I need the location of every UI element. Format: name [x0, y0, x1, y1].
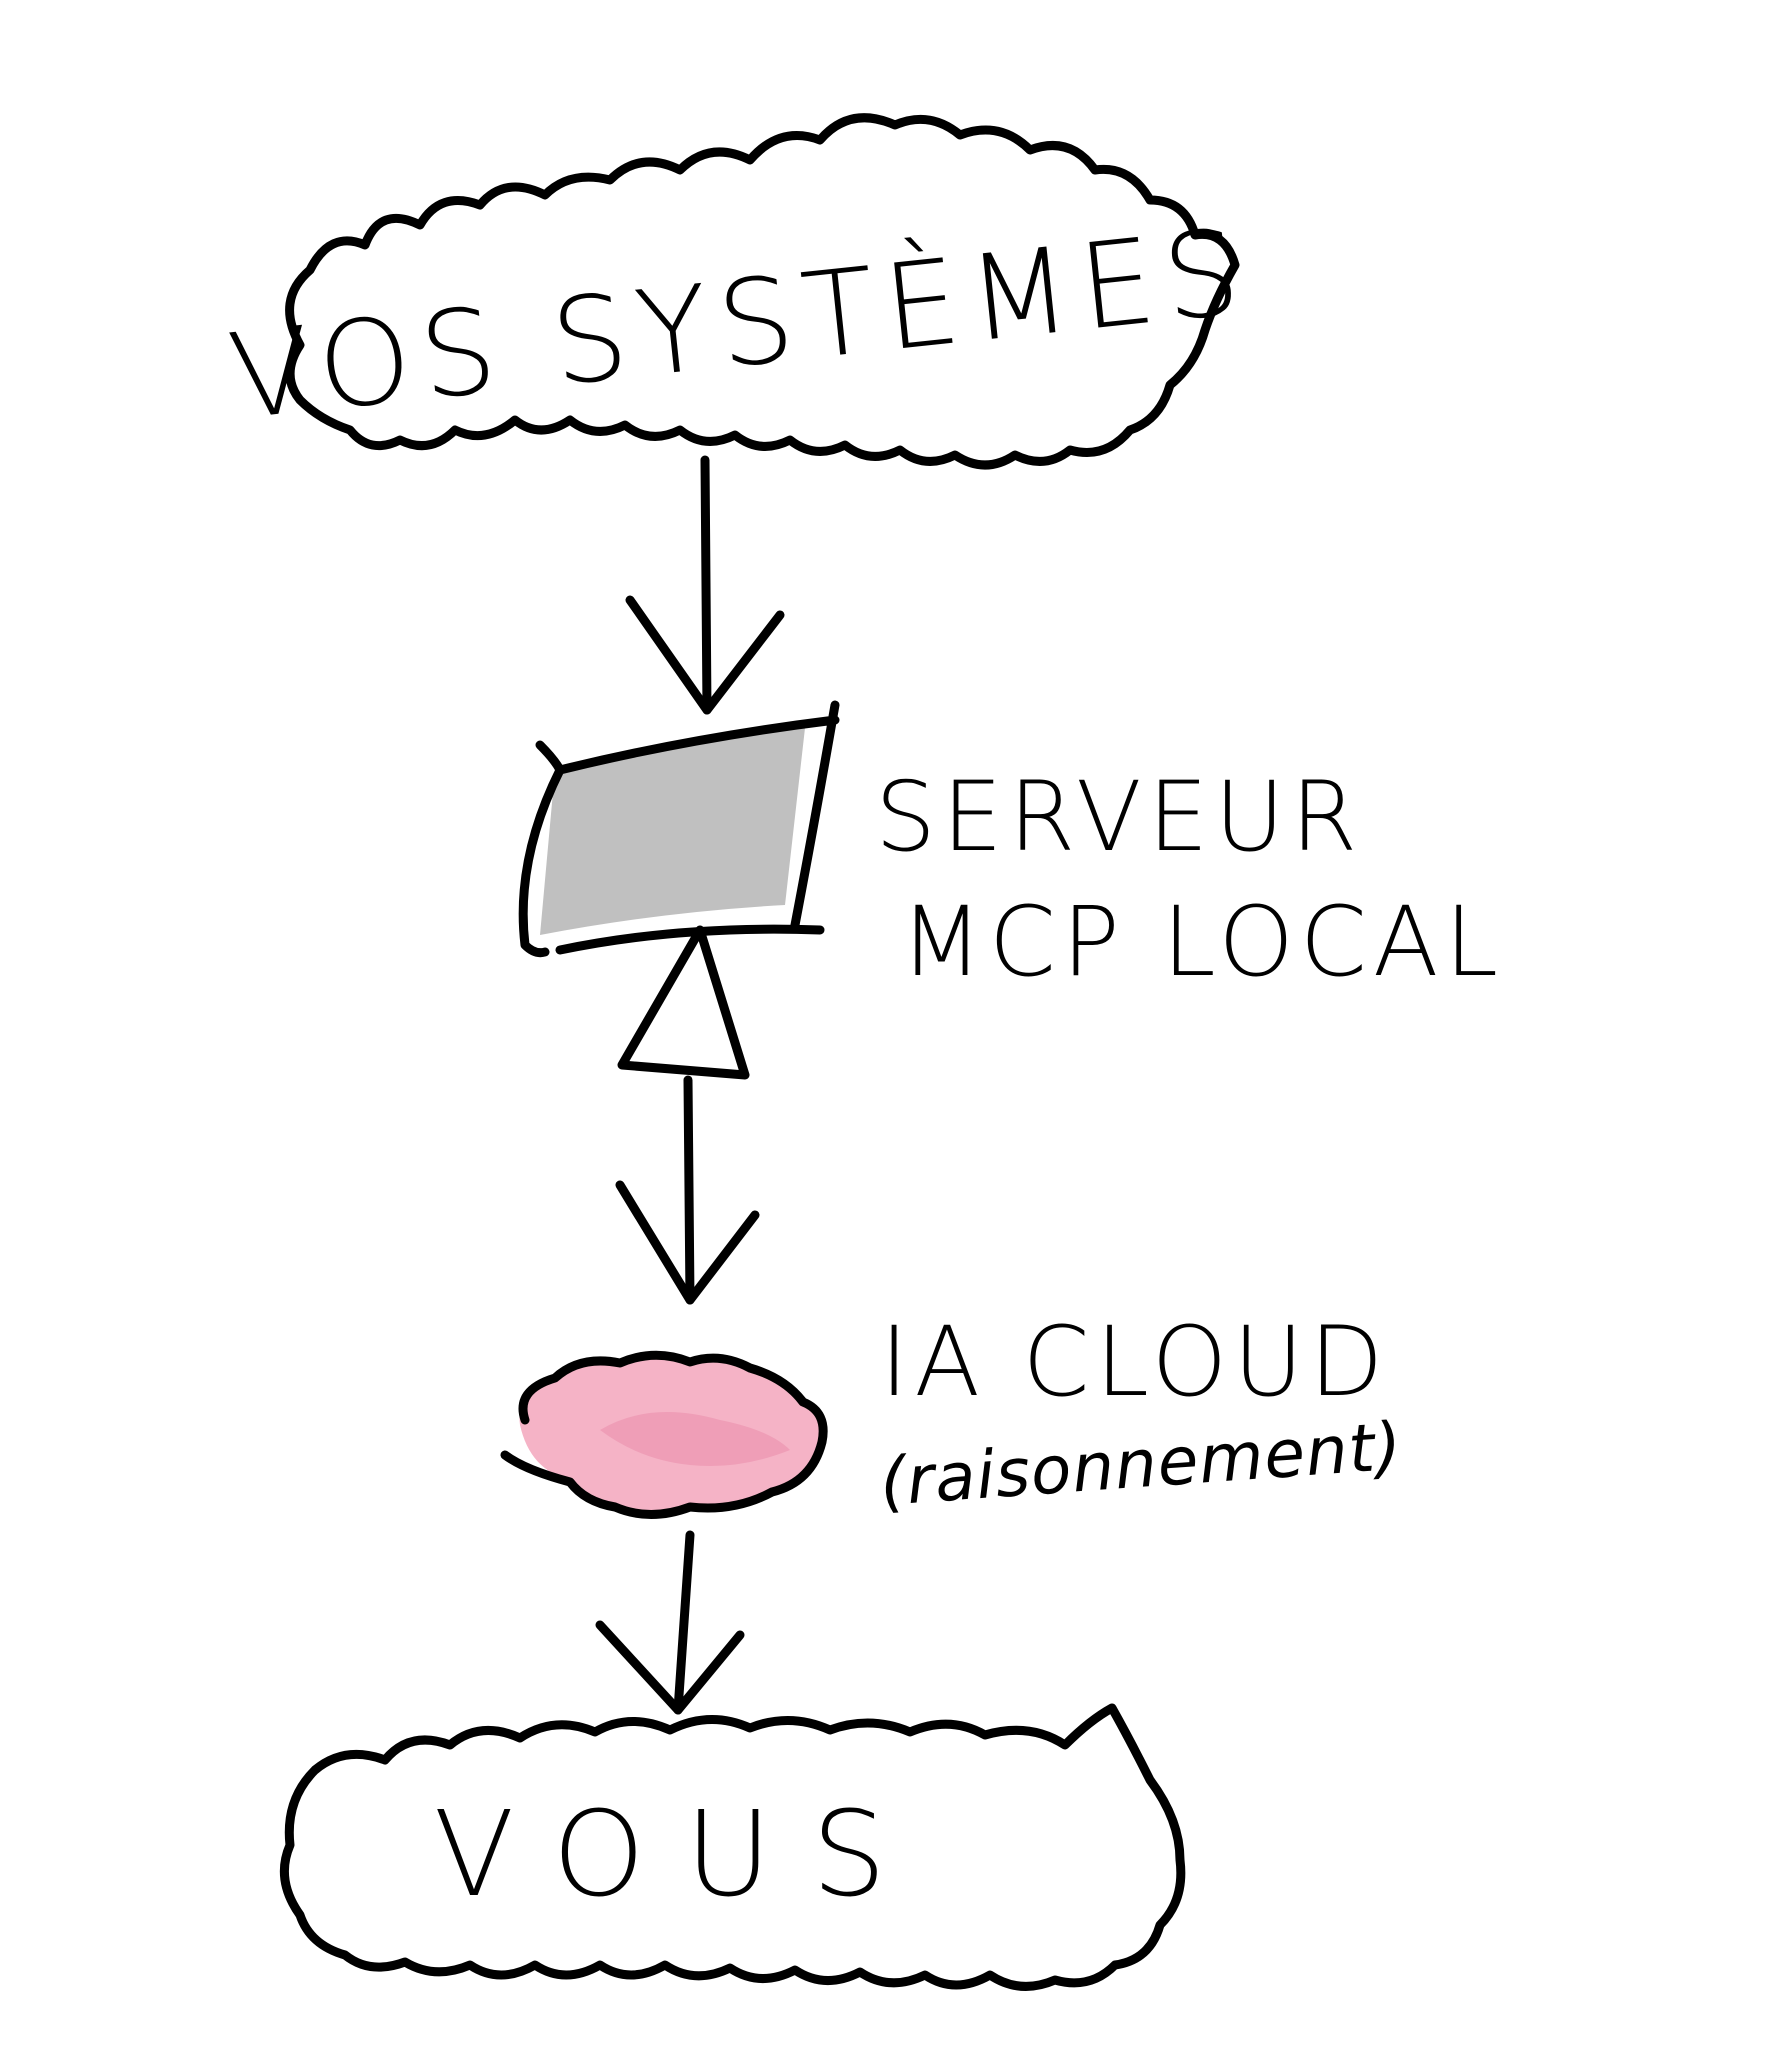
server-node: SERVEUR MCP LOCAL: [518, 700, 1504, 998]
arrow-down-head: [615, 1180, 760, 1305]
server-label-line1: SERVEUR: [875, 761, 1363, 873]
arrow-down-head: [625, 595, 785, 715]
user-label: VOUS: [434, 1785, 927, 1923]
arrow-shaft: [673, 1530, 695, 1715]
server-box-fill: [540, 728, 805, 935]
systems-label: VOS SYSTÈMES: [223, 202, 1256, 446]
ai-label-line1: IA CLOUD: [880, 1306, 1389, 1418]
ai-blob-outline: [500, 1350, 828, 1519]
arrow-up-head: [617, 925, 750, 1080]
systems-cloud-shape: [285, 113, 1240, 470]
ai-node: IA CLOUD (raisonnement): [500, 1306, 1405, 1521]
ai-label-line2: (raisonnement): [877, 1408, 1404, 1521]
arrow-server-ai: [615, 925, 760, 1305]
arrow-down-head: [595, 1620, 745, 1715]
user-cloud-shape: [279, 1703, 1186, 1991]
user-node: VOUS: [279, 1703, 1186, 1991]
arrow-shaft: [683, 1075, 695, 1305]
arrow-shaft: [700, 455, 712, 715]
server-label-line2: MCP LOCAL: [900, 886, 1504, 998]
arrow-systems-to-server: [625, 455, 785, 715]
arrow-ai-to-user: [595, 1530, 745, 1715]
systems-node: VOS SYSTÈMES: [223, 113, 1256, 470]
server-box-outline: [518, 700, 840, 958]
ai-blob-shade: [600, 1412, 790, 1466]
